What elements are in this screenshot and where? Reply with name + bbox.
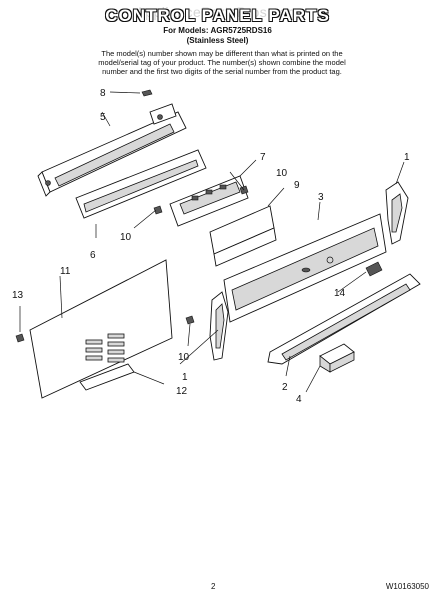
screw-10-lower [185, 315, 195, 325]
callout-3: 3 [318, 192, 324, 203]
callout-13: 13 [12, 290, 24, 301]
callout-10-left: 10 [120, 232, 132, 243]
callout-2: 2 [282, 382, 288, 393]
page-title: CONTROL PANEL PARTS [105, 6, 330, 25]
watermark: AppliancePartsPros.com [135, 4, 300, 20]
callout-7: 7 [260, 152, 266, 163]
part-6-lower-strip [75, 149, 207, 219]
page-number: 2 [211, 582, 216, 591]
part-1-end-cap-right [385, 181, 409, 245]
document-number: W10163050 [385, 582, 429, 591]
callout-1-lower: 1 [182, 372, 188, 383]
part-11-back-panel [29, 259, 173, 399]
callout-10-top: 10 [276, 168, 288, 179]
callout-14: 14 [334, 288, 346, 299]
part-7-control-board [169, 175, 249, 227]
callout-4: 4 [296, 394, 302, 405]
models-sub: (Stainless Steel) [186, 36, 249, 45]
models-line: For Models: AGR5725RDS16 [163, 26, 272, 35]
callout-9: 9 [294, 180, 300, 191]
screw-10-left [153, 205, 163, 215]
part-14-knob [337, 261, 383, 293]
part-2-handle [267, 273, 421, 365]
callout-6: 6 [90, 250, 96, 261]
callout-12: 12 [176, 386, 188, 397]
part-9-bracket [209, 205, 277, 267]
callout-5: 5 [100, 112, 106, 123]
part-4-switch [319, 343, 355, 373]
part-3-control-panel [223, 213, 387, 323]
models-label: For Models: AGR5725RDS16 (Stainless Stee… [0, 26, 435, 46]
callout-1-right: 1 [404, 152, 410, 163]
model-note: The model(s) number shown may be differe… [98, 49, 346, 76]
part-8-screw [109, 89, 153, 97]
leader-lines [19, 111, 405, 393]
callout-11: 11 [60, 266, 71, 277]
part-1-end-cap-left [209, 291, 229, 361]
screw-13 [15, 333, 25, 343]
part-5-vent-trim [37, 103, 187, 197]
callout-10-lower: 10 [178, 352, 190, 363]
callout-8: 8 [100, 88, 106, 99]
